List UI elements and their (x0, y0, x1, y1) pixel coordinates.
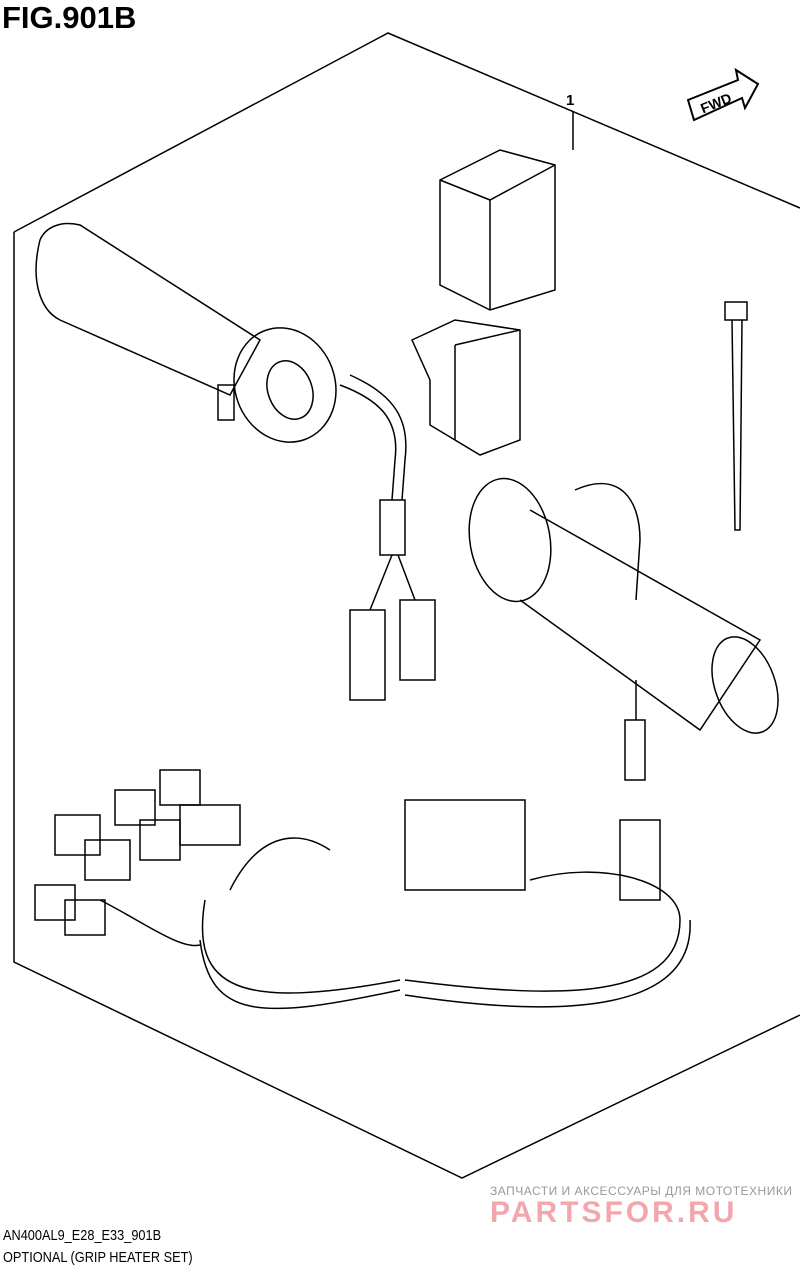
fwd-arrow-icon (686, 67, 760, 122)
figure-title: FIG.901B (2, 0, 137, 35)
set-boundary-box-lower (13, 232, 800, 1179)
wire-harness (34, 769, 691, 1010)
figure-code: AN400AL9_E28_E33_901B (3, 1227, 162, 1244)
watermark-brand: PARTSFOR.RU (490, 1196, 738, 1229)
right-grip (468, 477, 779, 901)
left-grip (35, 222, 436, 701)
cable-tie (724, 301, 748, 531)
figure-description: OPTIONAL (GRIP HEATER SET) (3, 1249, 193, 1266)
switch-unit (411, 149, 556, 456)
set-boundary-box (13, 32, 800, 233)
watermark-tagline: ЗАПЧАСТИ И АКСЕССУАРЫ ДЛЯ МОТОТЕХНИКИ (490, 1184, 793, 1198)
callout-number-1: 1 (566, 92, 575, 109)
